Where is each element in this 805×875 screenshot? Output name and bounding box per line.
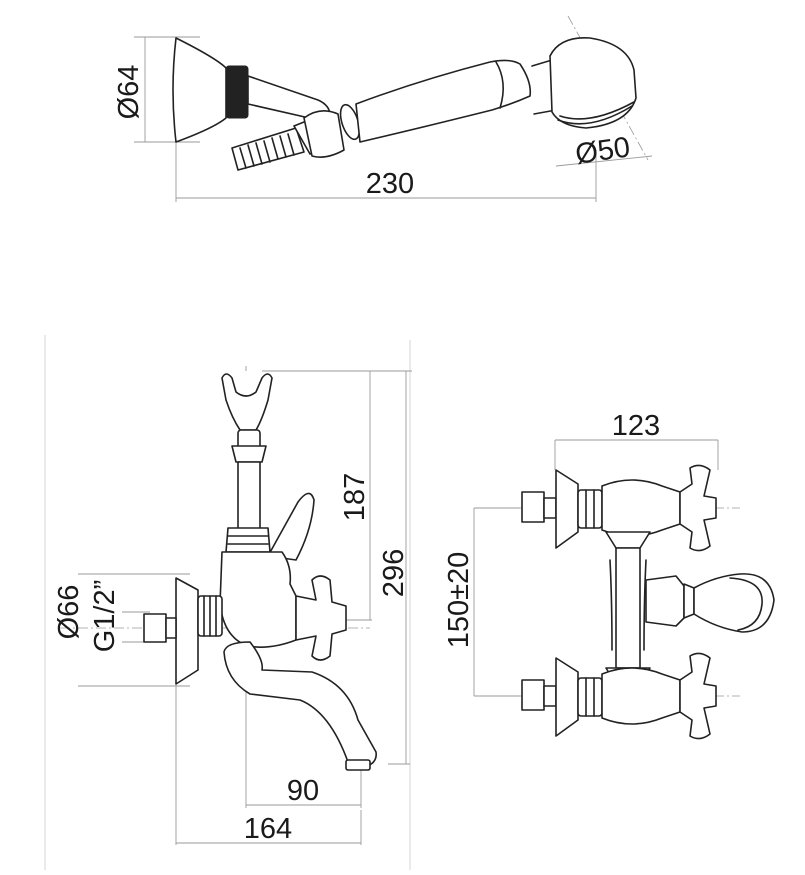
dim-mixer-flange-diameter: Ø66	[53, 585, 85, 640]
lower-tap-handle	[679, 652, 717, 740]
dim-mixer-total-height: 296	[378, 549, 410, 597]
dim-handset-shower-diameter: Ø50	[573, 131, 632, 170]
tap-cross-handle	[295, 575, 347, 661]
dim-front-inlet-centres: 150±20	[443, 552, 475, 649]
mixer-front-view	[473, 439, 775, 740]
riser-column	[237, 461, 261, 531]
inlet-nut	[143, 613, 167, 643]
lower-flange	[555, 657, 579, 737]
dim-front-width: 123	[612, 410, 660, 442]
front-column	[615, 547, 641, 669]
lower-inlet-nut	[521, 679, 545, 711]
dim-handset-length: 230	[366, 168, 414, 200]
dim-mixer-spout-reach: 90	[287, 775, 319, 807]
upper-tap-handle	[679, 464, 717, 552]
bath-spout	[223, 641, 377, 769]
diverter-lever	[267, 492, 315, 561]
wall-flange	[175, 577, 199, 685]
dim-mixer-total-depth: 164	[244, 813, 292, 845]
upper-inlet-nut	[521, 491, 545, 523]
wall-bracket	[172, 37, 227, 143]
dim-handset-head-diameter: Ø64	[113, 65, 145, 120]
dim-mixer-inlet-thread: G1/2”	[89, 580, 121, 653]
front-diverter-lever	[693, 573, 775, 633]
handset-view	[134, 15, 653, 202]
shower-head	[549, 37, 637, 129]
dim-mixer-holder-height: 187	[339, 473, 371, 521]
handset-handle	[355, 59, 532, 143]
upper-flange	[555, 469, 579, 549]
mixer-body	[219, 551, 297, 648]
shower-holder-fork	[221, 373, 273, 431]
mixer-side-view	[44, 335, 412, 870]
hose-coil	[231, 127, 305, 171]
bracket-ring	[225, 65, 249, 119]
